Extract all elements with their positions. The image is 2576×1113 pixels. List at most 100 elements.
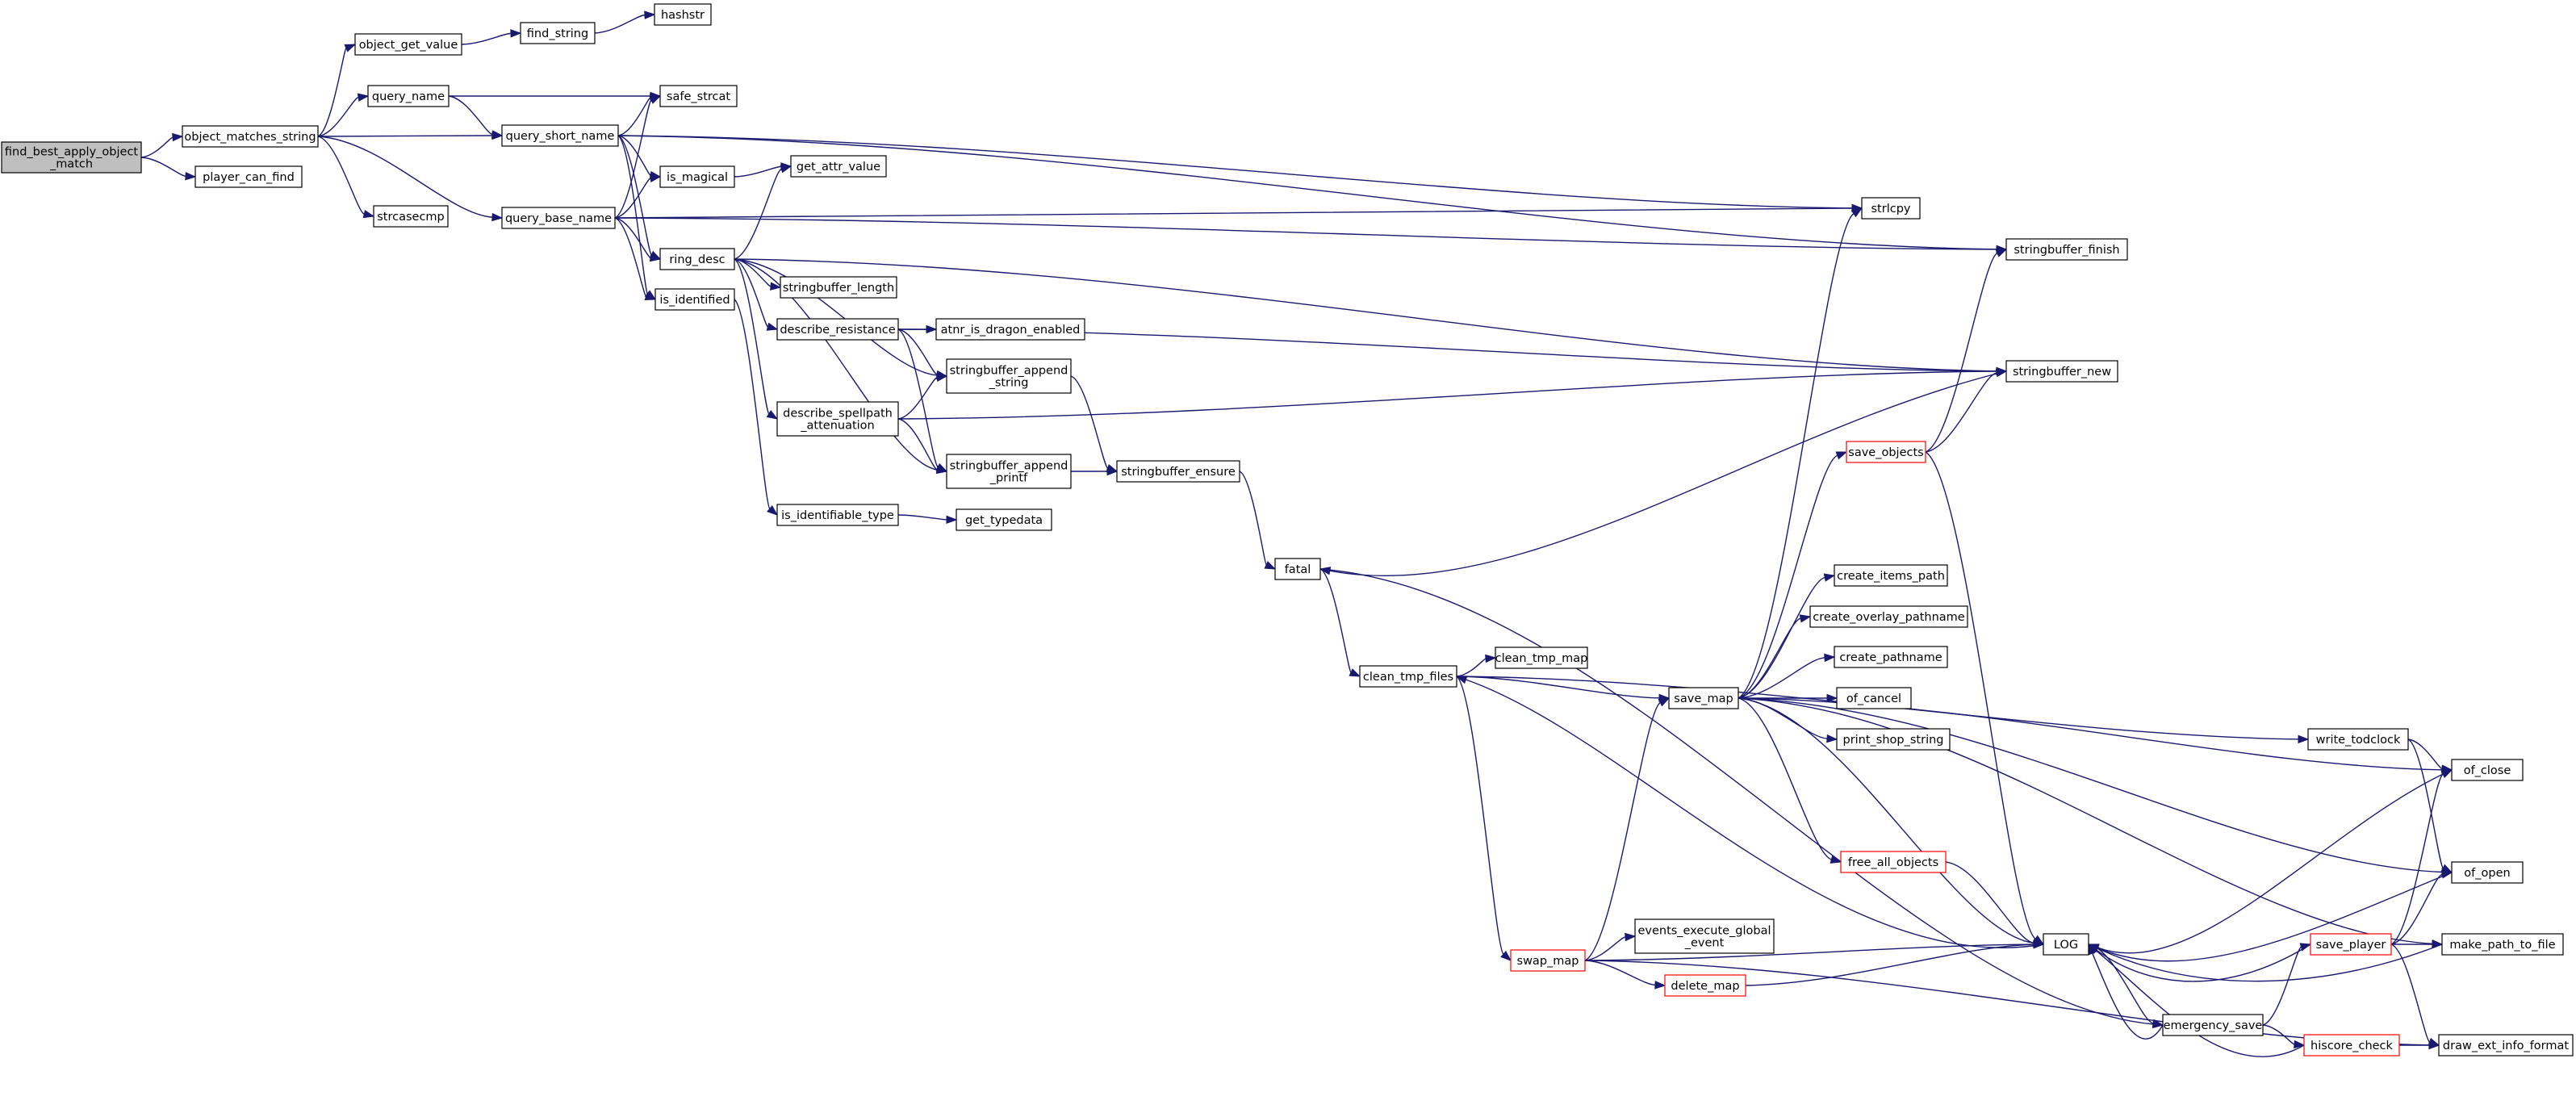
arrowhead	[1658, 697, 1671, 707]
arrowhead	[1823, 573, 1836, 582]
call-edge-query-short-name-to-is-magical	[617, 135, 662, 180]
arrowhead	[1995, 249, 2008, 257]
edge-line	[1239, 471, 1267, 566]
node-hashstr[interactable]: hashstr	[654, 3, 712, 26]
node-clean-tmp-files[interactable]: clean_tmp_files	[1359, 665, 1457, 688]
node-label: LOG	[2054, 939, 2078, 952]
edge-line	[2097, 944, 2443, 982]
node-stringbuffer-length[interactable]: stringbuffer_length	[780, 276, 897, 299]
node-label: strcasecmp	[377, 211, 445, 224]
node-query-name[interactable]: query_name	[367, 85, 450, 107]
node-swap-map[interactable]: swap_map	[1510, 949, 1586, 972]
node-ring-desc[interactable]: ring_desc	[659, 248, 735, 270]
node-find-string[interactable]: find_string	[520, 22, 596, 44]
node-get-typedata[interactable]: get_typedata	[956, 508, 1052, 531]
edge-line	[897, 377, 938, 420]
edge-line	[1070, 375, 1109, 469]
node-create-overlay-pathname[interactable]: create_overlay_pathname	[1809, 605, 1968, 628]
node-create-pathname[interactable]: create_pathname	[1834, 646, 1948, 668]
node-save-map[interactable]: save_map	[1668, 687, 1739, 709]
node-box	[780, 276, 897, 299]
edge-line	[734, 258, 769, 328]
node-atnr-is-dragon-enabled[interactable]: atnr_is_dragon_enabled	[935, 318, 1085, 341]
node-stringbuffer-append-printf[interactable]: stringbuffer_append_printf	[946, 454, 1072, 489]
node-is-magical[interactable]: is_magical	[659, 165, 735, 188]
node-player-can-find[interactable]: player_can_find	[194, 165, 303, 188]
call-edge-save-objects-to-stringbuffer-finish	[1925, 249, 2008, 453]
node-strlcpy[interactable]: strlcpy	[1861, 197, 1921, 220]
edge-line	[2088, 944, 2154, 1024]
node-events-execute-global-event[interactable]: events_execute_global_event	[1634, 918, 1775, 954]
node-save-player[interactable]: save_player	[2310, 933, 2392, 956]
node-label: describe_resistance	[780, 324, 895, 337]
edge-line	[140, 157, 186, 177]
node-stringbuffer-ensure[interactable]: stringbuffer_ensure	[1116, 460, 1240, 483]
node-strcasecmp[interactable]: strcasecmp	[373, 205, 449, 228]
arrowhead	[1319, 567, 1332, 575]
node-box	[520, 22, 596, 44]
node-hiscore-check[interactable]: hiscore_check	[2303, 1034, 2400, 1057]
node-stringbuffer-new[interactable]: stringbuffer_new	[2005, 360, 2118, 383]
call-edge-root-to-player-can-find	[140, 157, 197, 181]
node-log[interactable]: LOG	[2043, 933, 2089, 956]
node-is-identifiable-type[interactable]: is_identifiable_type	[776, 504, 899, 526]
node-query-base-name[interactable]: query_base_name	[501, 207, 616, 229]
node-make-path-to-file[interactable]: make_path_to_file	[2441, 933, 2564, 956]
edge-line	[2097, 769, 2453, 954]
node-fatal[interactable]: fatal	[1274, 558, 1321, 580]
node-is-identified[interactable]: is_identified	[654, 288, 735, 311]
node-stringbuffer-append-string[interactable]: stringbuffer_append_string	[946, 358, 1072, 394]
arrowhead	[1500, 950, 1512, 961]
node-clean-tmp-map[interactable]: clean_tmp_map	[1495, 646, 1588, 669]
arrowhead	[766, 322, 779, 331]
node-label: make_path_to_file	[2449, 939, 2555, 952]
node-label: _match	[49, 158, 93, 171]
edge-line	[2097, 872, 2453, 962]
node-write-todclock[interactable]: write_todclock	[2307, 728, 2409, 751]
edge-line	[1925, 451, 2036, 939]
node-label: save_objects	[1848, 446, 1923, 459]
node-label: safe_strcat	[667, 90, 730, 103]
node-safe-strcat[interactable]: safe_strcat	[659, 85, 738, 107]
node-box	[1634, 918, 1775, 954]
node-root[interactable]: find_best_apply_object_match	[1, 141, 142, 174]
node-stringbuffer-finish[interactable]: stringbuffer_finish	[2005, 238, 2128, 261]
call-edge-emergency-save-to-save-player	[2262, 943, 2312, 1026]
call-edge-save-player-to-make-path-to-file	[2391, 939, 2444, 949]
node-of-open[interactable]: of_open	[2451, 861, 2524, 884]
node-box	[654, 3, 712, 26]
call-edge-ring-desc-to-describe-resistance	[734, 258, 779, 331]
edge-line	[734, 299, 771, 509]
node-save-objects[interactable]: save_objects	[1846, 441, 1926, 463]
node-delete-map[interactable]: delete_map	[1664, 974, 1746, 997]
arrowhead	[1485, 654, 1497, 663]
node-object-matches-string[interactable]: object_matches_string	[182, 125, 319, 148]
node-label: object_matches_string	[184, 131, 316, 144]
edge-line	[317, 136, 493, 218]
call-edge-clean-tmp-files-to-clean-tmp-map	[1456, 654, 1497, 677]
node-box	[1664, 974, 1746, 997]
node-emergency-save[interactable]: emergency_save	[2162, 1014, 2264, 1036]
node-label: save_player	[2316, 939, 2386, 952]
node-free-all-objects[interactable]: free_all_objects	[1840, 851, 1947, 873]
node-query-short-name[interactable]: query_short_name	[501, 124, 619, 147]
call-edge-query-name-to-safe-strcat	[449, 91, 662, 101]
arrowhead	[946, 515, 958, 525]
node-box	[1, 141, 142, 174]
node-create-items-path[interactable]: create_items_path	[1834, 564, 1948, 587]
node-box	[659, 165, 735, 188]
node-object-get-value[interactable]: object_get_value	[354, 33, 462, 56]
node-draw-ext-info-format[interactable]: draw_ext_info_format	[2438, 1034, 2574, 1057]
edge-line	[1738, 213, 1855, 699]
edge-line	[140, 136, 174, 158]
node-describe-spellpath-attenuation[interactable]: describe_spellpath_attenuation	[776, 401, 899, 437]
edge-line	[614, 217, 651, 258]
node-print-shop-string[interactable]: print_shop_string	[1836, 728, 1951, 751]
node-get-attr-value[interactable]: get_attr_value	[790, 155, 887, 178]
node-of-cancel[interactable]: of_cancel	[1836, 687, 1912, 709]
node-of-close[interactable]: of_close	[2451, 759, 2524, 781]
node-describe-resistance[interactable]: describe_resistance	[776, 318, 899, 341]
arrowhead	[1835, 451, 1848, 460]
call-edge-query-base-name-to-ring-desc	[614, 217, 662, 262]
call-edge-save-map-to-print-shop-string	[1738, 697, 1838, 743]
